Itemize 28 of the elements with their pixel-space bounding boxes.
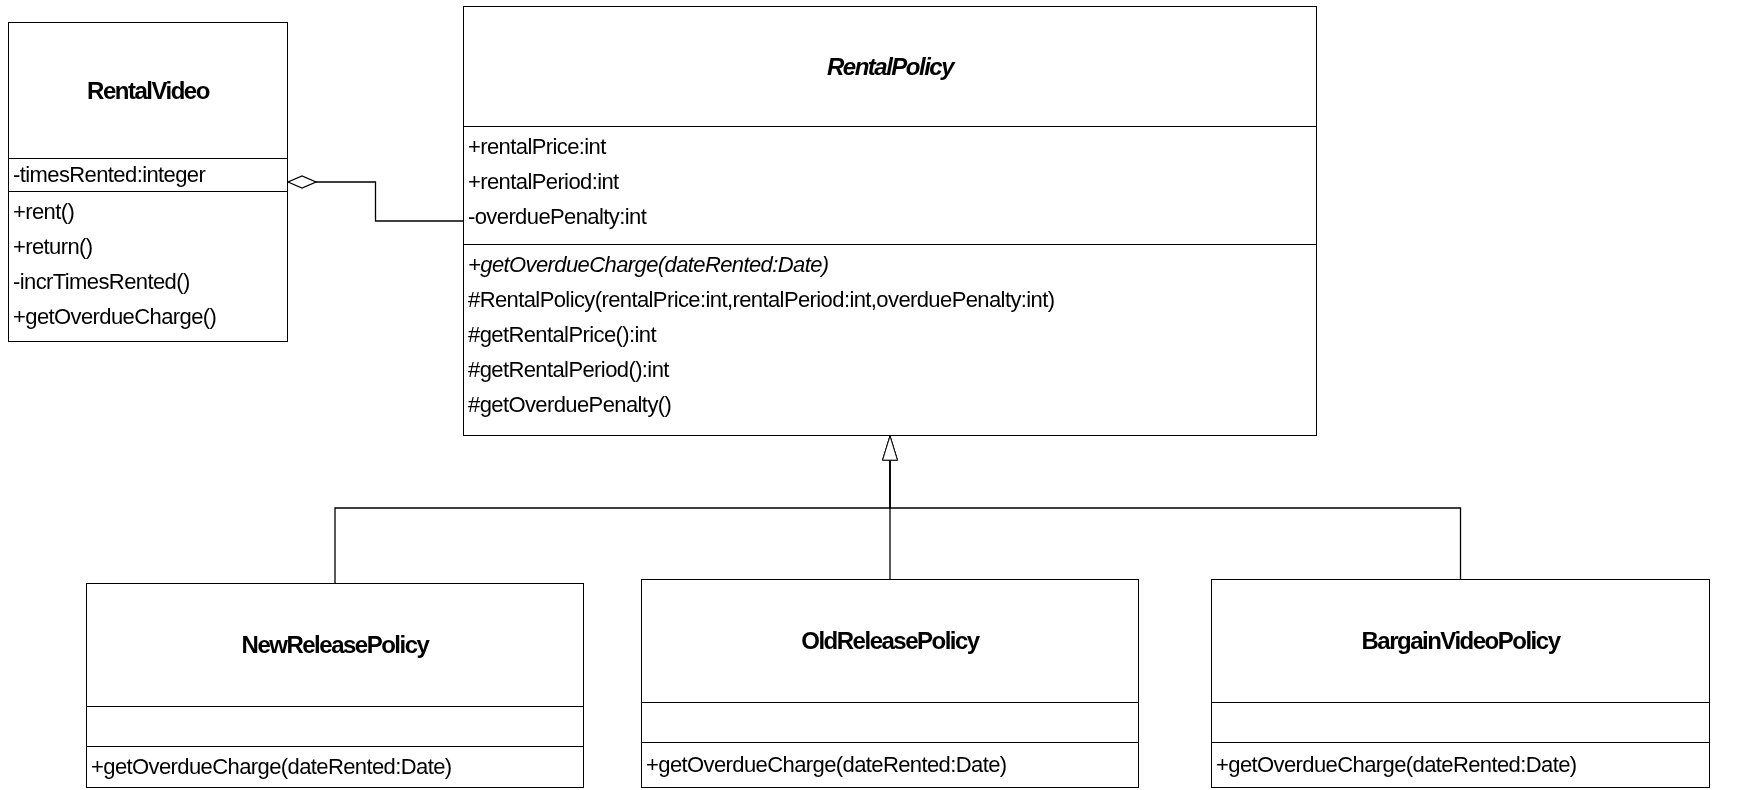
- operation-text: #RentalPolicy(rentalPrice:int,rentalPeriod:int,overduePenalty:int): [468, 286, 1056, 314]
- operation-text: +getOverdueCharge(dateRented:Date): [1216, 751, 1578, 779]
- aggregation-line: [287, 175, 464, 222]
- attribute-text: -timesRented:integer: [13, 161, 207, 189]
- attribute-text: +rentalPrice:int: [468, 133, 608, 161]
- operation-text: +getOverdueCharge(dateRented:Date): [646, 751, 1008, 779]
- attribute-text: -overduePenalty:int: [468, 203, 648, 231]
- class-name: BargainVideoPolicy: [1361, 627, 1560, 655]
- operation-text: #getRentalPeriod():int: [468, 356, 671, 384]
- class-name: RentalVideo: [87, 76, 209, 105]
- class-box: [463, 6, 1317, 436]
- generalization-arrow: [882, 435, 1462, 580]
- operation-text: +getOverdueCharge(dateRented:Date): [91, 753, 453, 781]
- operation-text: #getOverduePenalty(): [468, 391, 673, 419]
- class-box: [1211, 579, 1710, 788]
- operation-text: +getOverdueCharge(): [13, 303, 218, 331]
- operation-text: #getRentalPrice():int: [468, 321, 658, 349]
- operation-text: +getOverdueCharge(dateRented:Date): [468, 251, 830, 279]
- class-name: RentalPolicy: [826, 52, 953, 81]
- class-box: [8, 22, 288, 342]
- operation-text: -incrTimesRented(): [13, 268, 191, 296]
- operation-text: +rent(): [13, 198, 76, 226]
- attribute-text: +rentalPeriod:int: [468, 168, 620, 196]
- operation-text: +return(): [13, 233, 94, 261]
- class-box: [86, 583, 584, 788]
- class-name: NewReleasePolicy: [241, 631, 429, 659]
- class-box: [641, 579, 1139, 788]
- class-name: OldReleasePolicy: [801, 627, 979, 655]
